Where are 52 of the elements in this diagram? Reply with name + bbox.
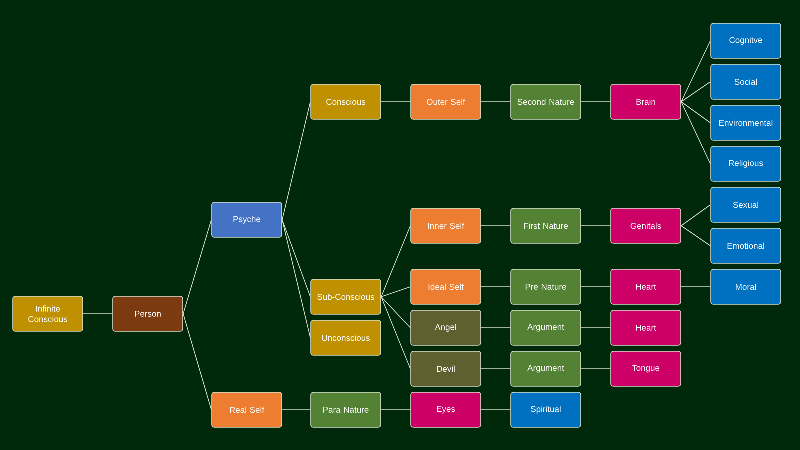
node-box: Tongue	[610, 351, 682, 387]
connector-line	[381, 296, 411, 328]
node-box: Psyche	[212, 202, 282, 238]
node-box: Sub-Conscious	[310, 279, 382, 315]
node-box: Moral	[710, 269, 782, 305]
node-box: Devil	[410, 351, 482, 387]
connector-line	[681, 82, 711, 102]
node-box: Brain	[610, 84, 682, 120]
node-box: Person	[112, 296, 184, 332]
connector-line	[282, 220, 311, 298]
node-box: Real Self	[212, 392, 282, 428]
node-box: Heart	[610, 310, 682, 346]
node-box: Environmental	[710, 105, 782, 141]
connector-line	[282, 102, 311, 220]
node-box: Heart	[610, 269, 682, 305]
node-box: First Nature	[510, 208, 582, 244]
node-box: Social	[710, 64, 782, 100]
node-box: Cognitve	[710, 23, 782, 59]
node-box: Argument	[510, 310, 582, 346]
connector-line	[681, 102, 711, 164]
connector-line	[581, 368, 611, 370]
node-box: Sexual	[710, 187, 782, 223]
node-box: Emotional	[710, 228, 782, 264]
node-box: Unconscious	[310, 320, 382, 356]
node-box: Genitals	[610, 208, 682, 244]
connector-line	[481, 368, 511, 370]
connector-line	[183, 314, 212, 410]
node-box: Outer Self	[410, 84, 482, 120]
connector-line	[681, 286, 711, 288]
connector-line	[481, 286, 511, 288]
connector-line	[183, 220, 212, 314]
node-box: Spiritual	[510, 392, 582, 428]
connector-line	[681, 226, 711, 246]
node-box: Conscious	[310, 84, 382, 120]
connector-line	[381, 286, 411, 298]
node-box: Second Nature	[510, 84, 582, 120]
connector-line	[381, 296, 411, 370]
node-box: Para Nature	[310, 392, 382, 428]
connector-line	[681, 102, 711, 124]
connector-line	[381, 226, 411, 298]
node-box: Eyes	[410, 392, 482, 428]
connector-line	[681, 204, 711, 226]
connector-line	[581, 286, 611, 288]
node-box: Infinite Conscious	[12, 296, 84, 332]
node-box: Ideal Self	[410, 269, 482, 305]
node-box: Inner Self	[410, 208, 482, 244]
node-box: Angel	[410, 310, 482, 346]
connector-line	[282, 220, 311, 338]
connector-line	[681, 40, 711, 102]
node-box: Pre Nature	[510, 269, 582, 305]
node-box: Religious	[710, 146, 782, 182]
node-box: Argument	[510, 351, 582, 387]
